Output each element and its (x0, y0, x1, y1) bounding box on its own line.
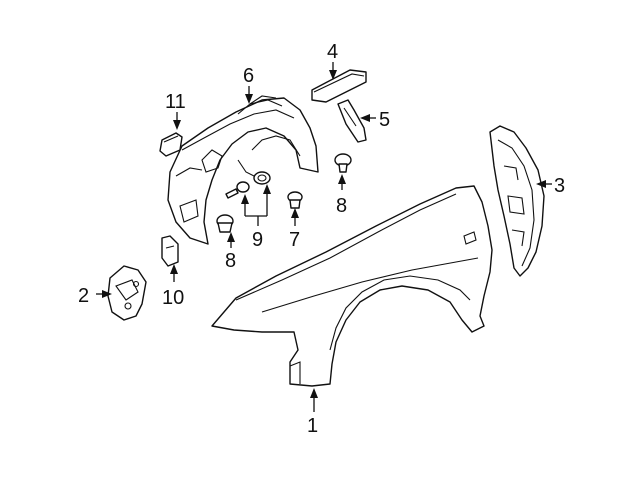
callout-6: 6 (243, 65, 254, 87)
callout-9: 9 (252, 229, 263, 251)
part-6-fender-liner[interactable] (167, 95, 319, 245)
leader-lines (96, 62, 552, 412)
part-7-bolt[interactable] (287, 191, 303, 209)
part-8-clip-upper[interactable] (334, 153, 352, 173)
part-8-clip-lower[interactable] (216, 214, 234, 233)
part-4-molding[interactable] (311, 69, 367, 103)
part-1-front-fender[interactable] (211, 185, 493, 387)
callout-5: 5 (379, 109, 390, 131)
part-10-clip[interactable] (161, 235, 179, 267)
callout-11: 11 (165, 91, 186, 113)
callout-8-upper: 8 (336, 195, 347, 217)
part-2-bracket[interactable] (107, 265, 147, 321)
callout-7: 7 (289, 229, 300, 251)
part-3-support-panel[interactable] (489, 125, 545, 277)
callout-2: 2 (78, 285, 89, 307)
callout-1: 1 (307, 415, 318, 437)
callout-4: 4 (327, 41, 338, 63)
callout-10: 10 (162, 287, 184, 309)
part-5-bracket[interactable] (337, 99, 367, 143)
callout-3: 3 (554, 175, 565, 197)
callout-8-lower: 8 (225, 250, 236, 272)
part-9-screws[interactable] (225, 171, 271, 199)
